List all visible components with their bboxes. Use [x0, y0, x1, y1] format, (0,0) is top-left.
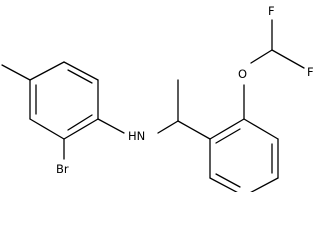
aryl-amine-bond: [97, 118, 125, 134]
ring-a-bond-1: [63, 61, 99, 81]
difluoromethoxy-phenyl-ring: [209, 118, 279, 192]
amine-label: HN: [128, 129, 145, 143]
bromo-methyl-phenyl-ring: [29, 61, 99, 140]
methyl-bond: [1, 64, 31, 81]
ring-a-bond-3: [63, 118, 99, 140]
amine-methine-bond: [157, 120, 179, 134]
bromine-label: Br: [56, 162, 69, 176]
ring-b-bond-4: [250, 177, 279, 192]
fluorine-upper-label: F: [268, 4, 275, 18]
structure-drawing: Br HN O F F: [1, 4, 314, 192]
ring-a-double-bond-2: [67, 114, 93, 131]
ring-a-bond-4: [29, 118, 65, 140]
oxygen-carbon-bond: [250, 49, 273, 64]
ring-b-double-bond-3: [215, 173, 241, 188]
ring-a-bond-6: [29, 61, 65, 81]
oxygen-label: O: [238, 67, 247, 81]
fluorine-right-label: F: [307, 65, 314, 79]
ring-b-double-bond-1: [215, 128, 241, 144]
ring-b-bond-5: [209, 177, 238, 192]
ring-a-double-bond-1: [67, 69, 93, 84]
ring-b-bond-1: [209, 118, 245, 140]
carbon-fluorine-bond-right: [271, 49, 305, 69]
methine-aryl-bond: [177, 120, 211, 140]
ring-b-bond-2: [243, 118, 279, 140]
molecule-canvas: Br HN O F F: [1, 4, 314, 192]
